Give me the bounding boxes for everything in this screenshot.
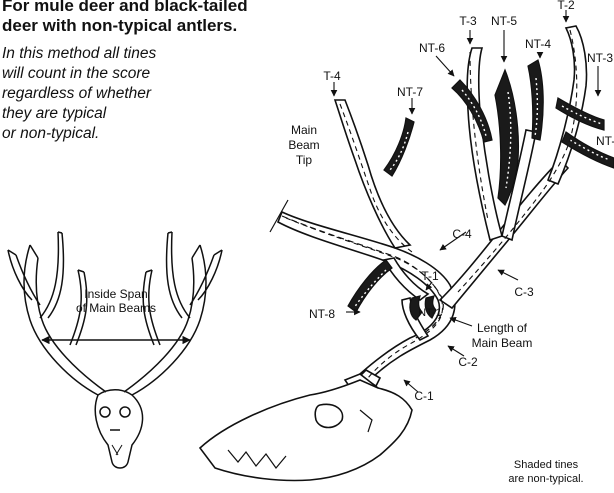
- main-beam-tip-label-3: Tip: [296, 153, 313, 167]
- label-nt-7: NT-7: [397, 85, 423, 99]
- label-nt-2: NT-: [596, 134, 614, 148]
- shaded-note-1: Shaded tines: [514, 459, 579, 471]
- side-view-skull: [200, 380, 412, 481]
- label-c-4: C-4: [452, 227, 472, 241]
- nt-7-tine: [384, 118, 414, 176]
- label-t-3: T-3: [459, 14, 477, 28]
- label-c-1: C-1: [414, 389, 434, 403]
- nt-8-tine: [348, 260, 392, 312]
- label-c-2: C-2: [458, 355, 478, 369]
- label-nt-3: NT-3: [587, 51, 613, 65]
- inside-span-label-1: Inside Span: [84, 287, 147, 301]
- main-beam-tip-label-1: Main: [291, 123, 317, 137]
- label-nt-8: NT-8: [309, 307, 335, 321]
- label-nt-5: NT-5: [491, 14, 517, 28]
- shaded-note-2: are non-typical.: [508, 473, 583, 485]
- length-main-beam-label-1: Length of: [477, 321, 528, 335]
- inside-span-label-2: of Main Beams: [76, 301, 156, 315]
- main-beam-tip-label-2: Beam: [288, 138, 319, 152]
- label-nt-1: NT-1: [418, 307, 442, 319]
- label-nt-6: NT-6: [419, 41, 445, 55]
- front-view-skull: [8, 232, 222, 468]
- label-t-4: T-4: [323, 69, 341, 83]
- label-t-2: T-2: [557, 0, 575, 12]
- label-nt-4: NT-4: [525, 37, 551, 51]
- label-t-1: T-1: [421, 269, 439, 283]
- label-c-3: C-3: [514, 285, 534, 299]
- length-main-beam-label-2: Main Beam: [472, 336, 533, 350]
